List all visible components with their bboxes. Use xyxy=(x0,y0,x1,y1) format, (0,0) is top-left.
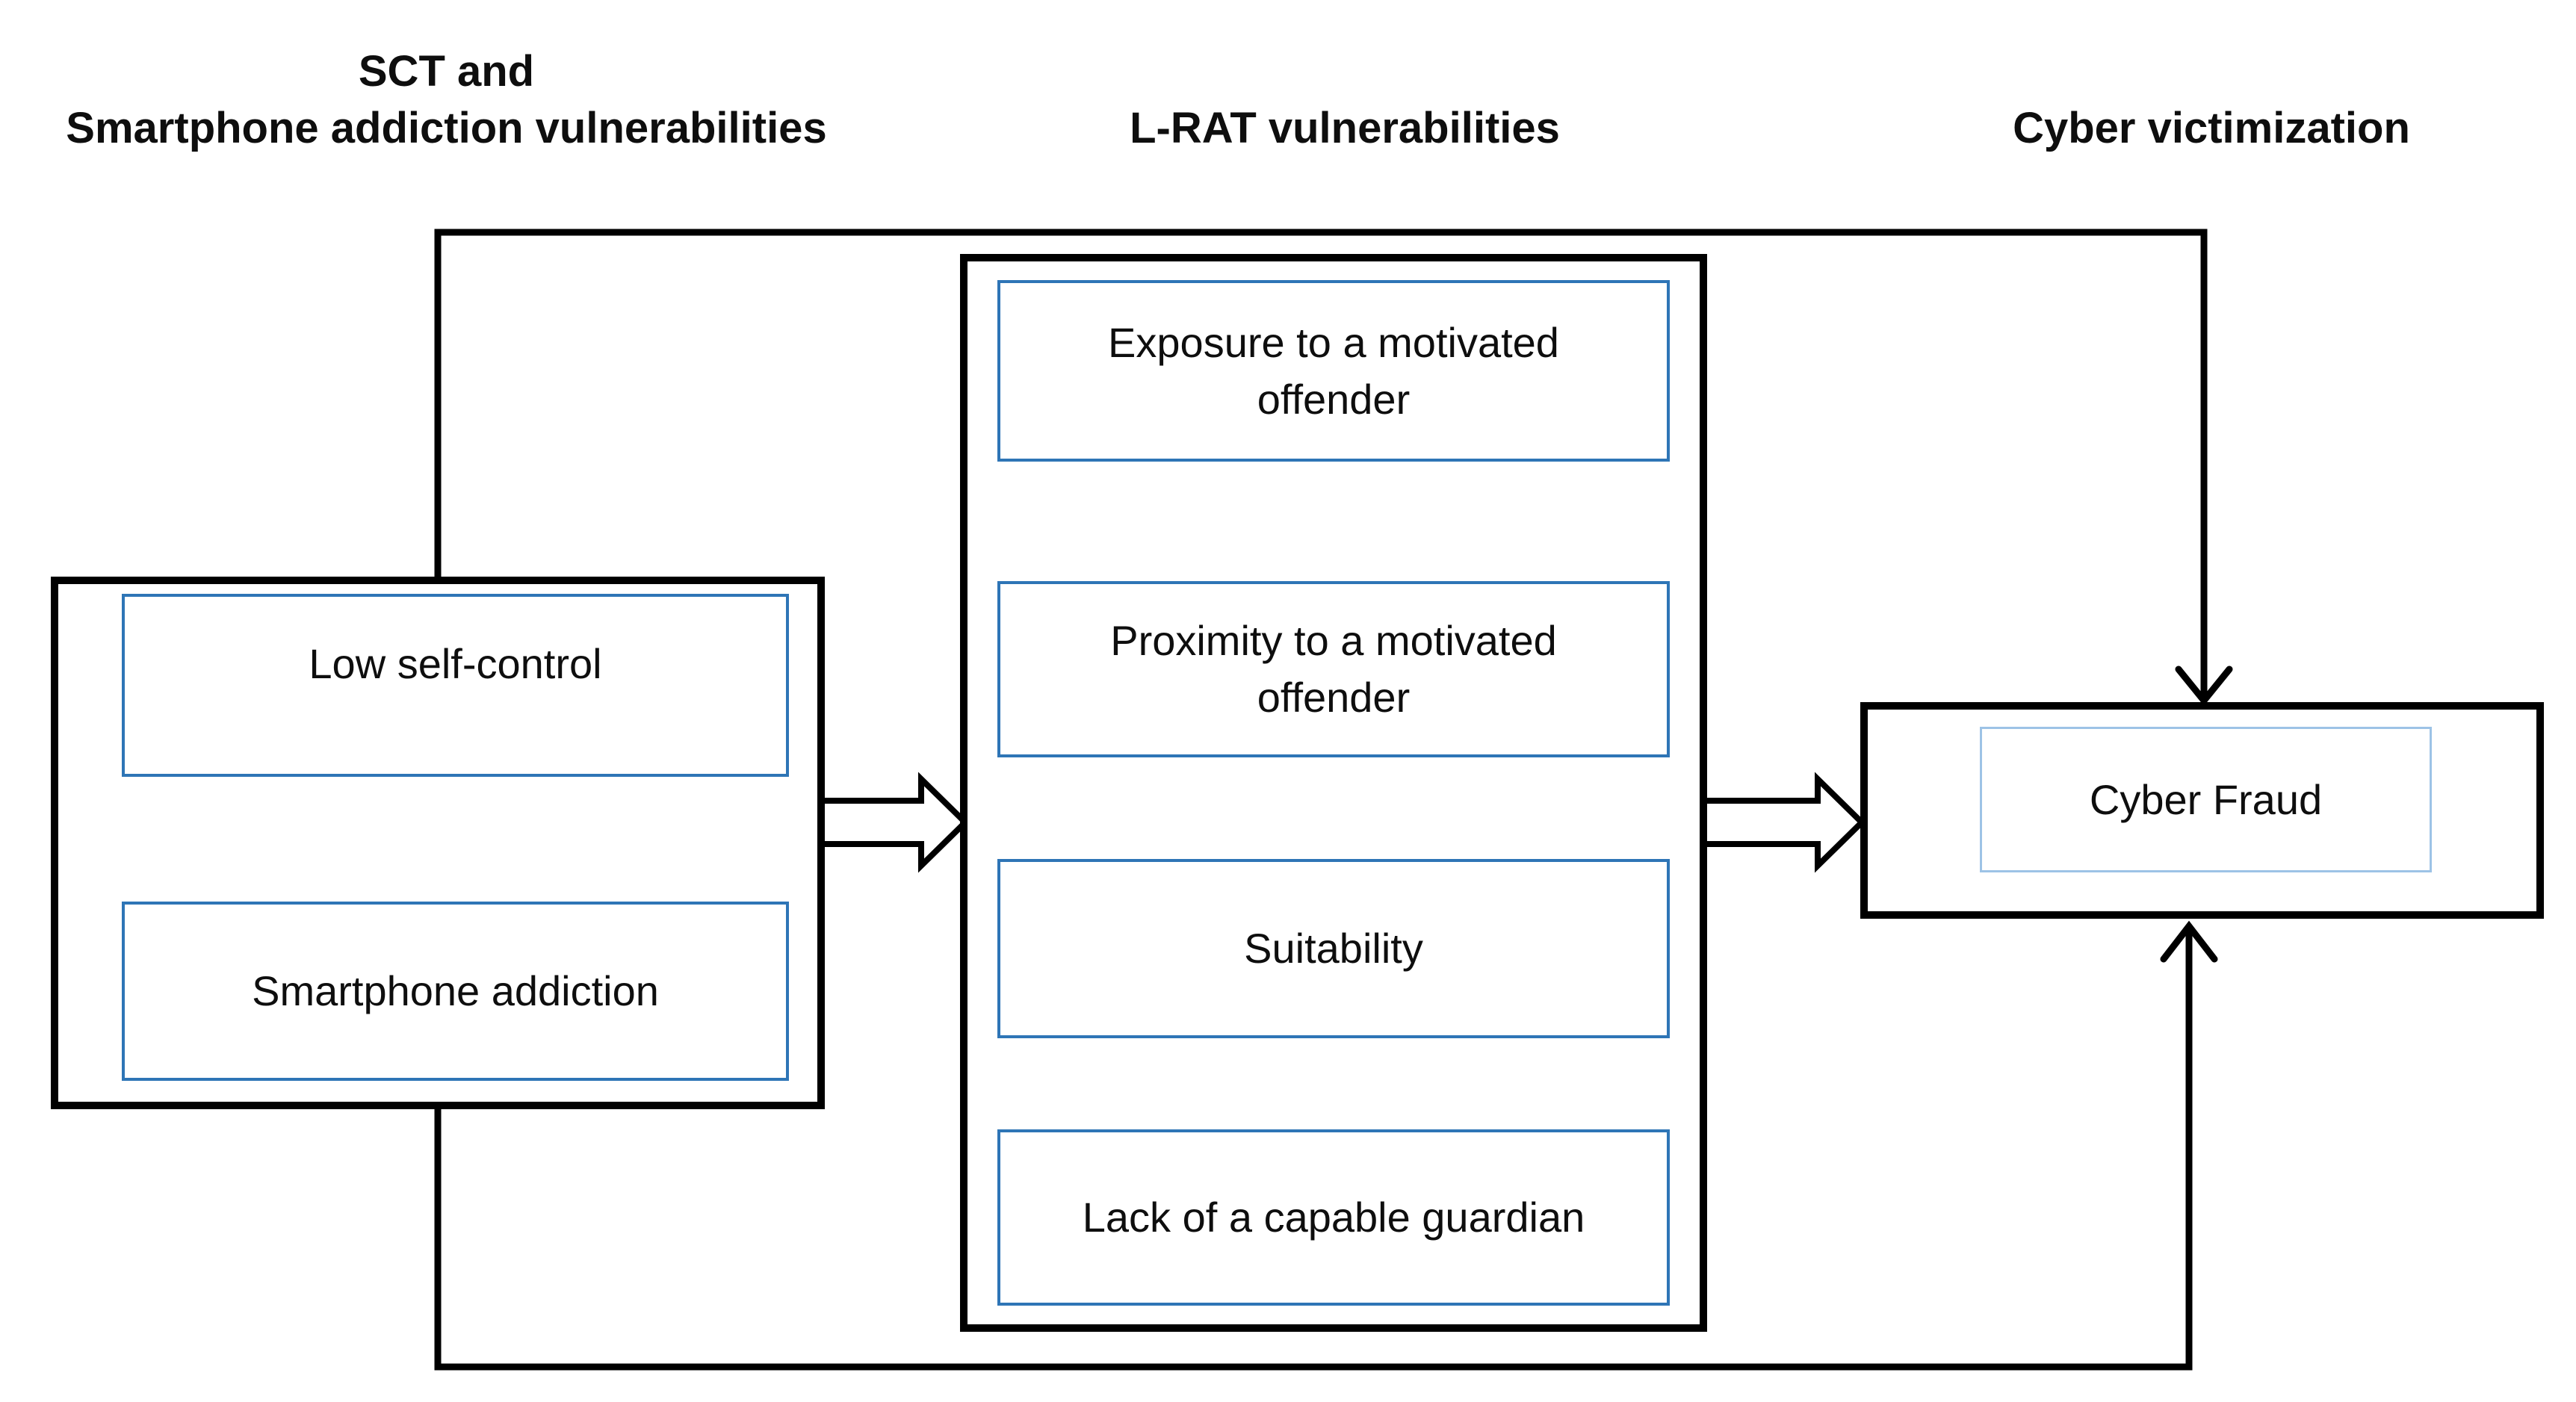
box-suitability-label: Suitability xyxy=(1244,925,1423,972)
box-exposure: Exposure to a motivated offender xyxy=(997,280,1670,462)
block-arrow-mid-to-right-icon xyxy=(1699,772,1866,873)
header-cyber-victimization: Cyber victimization xyxy=(2013,104,2410,152)
elbow-connector-bottom xyxy=(434,928,2193,1371)
header-sct-smartphone: SCT and Smartphone addiction vulnerabili… xyxy=(30,43,863,157)
box-exposure-label: Exposure to a motivated offender xyxy=(1108,318,1559,423)
box-cyber-fraud: Cyber Fraud xyxy=(1980,727,2432,872)
arrowhead-down-icon xyxy=(2175,666,2233,707)
elbow-connector-top xyxy=(434,229,2208,698)
box-proximity-label: Proximity to a motivated offender xyxy=(1110,617,1557,721)
box-low-self-control-label: Low self-control xyxy=(309,640,602,687)
header-sct-line1: SCT and xyxy=(358,47,535,96)
box-cyber-fraud-label: Cyber Fraud xyxy=(2089,775,2323,823)
header-sct-line2: Smartphone addiction vulnerabilities xyxy=(66,104,827,152)
box-proximity: Proximity to a motivated offender xyxy=(997,581,1670,757)
box-low-self-control: Low self-control xyxy=(122,594,789,777)
arrowhead-up-icon xyxy=(2160,920,2218,963)
box-smartphone-addiction-label: Smartphone addiction xyxy=(252,967,659,1014)
box-smartphone-addiction: Smartphone addiction xyxy=(122,902,789,1081)
box-lack-guardian: Lack of a capable guardian xyxy=(997,1129,1670,1306)
box-lack-guardian-label: Lack of a capable guardian xyxy=(1082,1194,1585,1241)
block-arrow-left-to-mid-icon xyxy=(816,772,970,873)
header-lrat: L-RAT vulnerabilities xyxy=(1130,104,1560,152)
box-suitability: Suitability xyxy=(997,859,1670,1038)
